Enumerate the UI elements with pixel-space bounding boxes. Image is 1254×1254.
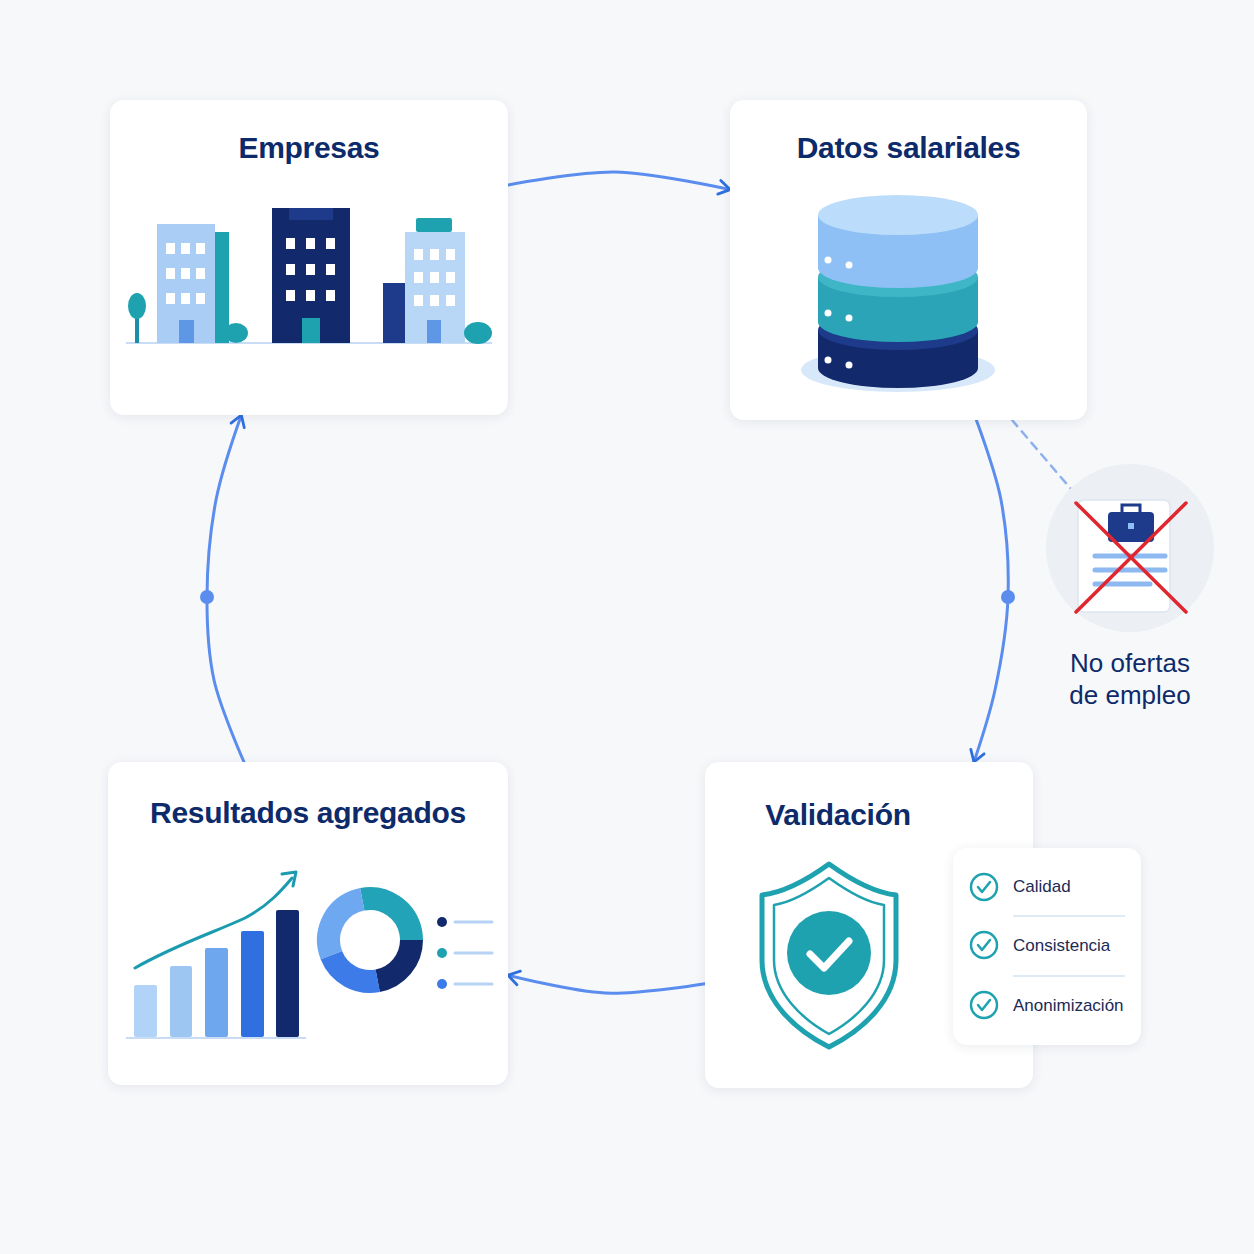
no-job-offer-icon: [1046, 463, 1214, 633]
check-item: Anonimización: [1013, 991, 1124, 1021]
box-title: Datos salariales: [797, 130, 1021, 166]
process-box: Datos salariales: [730, 100, 1087, 420]
checklist-card: CalidadConsistenciaAnonimización: [953, 848, 1141, 1045]
title-wrap: Resultados agregados: [108, 762, 508, 831]
box-title: Empresas: [238, 130, 379, 166]
check-item: Consistencia: [1013, 931, 1110, 961]
box-title: Resultados agregados: [150, 795, 466, 831]
exclusion-note: No ofertas de empleo: [1046, 463, 1214, 713]
flow-arrow: [508, 975, 705, 993]
title-wrap: Datos salariales: [730, 100, 1087, 166]
title-wrap: Validación: [705, 762, 1033, 833]
flow-arrow: [508, 172, 730, 190]
note-text: No ofertas de empleo: [1046, 647, 1214, 711]
flow-dot: [200, 590, 214, 604]
flow-arrow: [207, 415, 244, 762]
flow-dot: [1001, 590, 1015, 604]
title-wrap: Empresas: [110, 100, 508, 166]
process-box: Resultados agregados: [108, 762, 508, 1085]
process-box: Empresas: [110, 100, 508, 415]
dashed-leader: [1012, 420, 1071, 489]
process-box: CalidadConsistenciaAnonimizaciónValidaci…: [705, 762, 1033, 1088]
check-item: Calidad: [1013, 872, 1071, 902]
box-title: Validación: [765, 797, 910, 833]
flow-arrow: [974, 420, 1008, 762]
